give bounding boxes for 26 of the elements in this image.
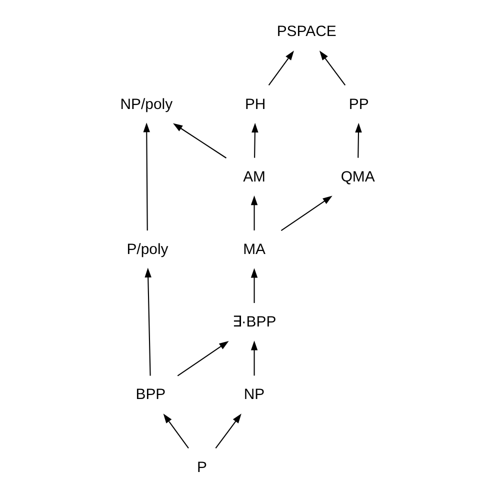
node-text: BPP xyxy=(136,386,166,404)
arrow xyxy=(143,122,150,231)
arrow xyxy=(215,414,242,449)
node-text: AM xyxy=(243,168,266,186)
arrow xyxy=(163,414,189,449)
arrow xyxy=(355,122,362,158)
arrow xyxy=(144,268,152,376)
node-text: PH xyxy=(244,96,266,113)
node-text: MA xyxy=(243,240,266,258)
node-text: P/poly xyxy=(126,240,168,258)
arrow xyxy=(250,268,258,304)
node-text: NP/poly xyxy=(120,96,173,113)
arrow xyxy=(268,50,294,86)
arrow xyxy=(250,195,258,230)
node-text: PSPACE xyxy=(276,23,336,40)
node-text: P xyxy=(196,458,207,476)
arrow xyxy=(280,196,332,232)
arrow xyxy=(172,123,227,158)
node-text: QMA xyxy=(340,168,375,186)
arrow xyxy=(319,50,346,86)
node-text: ∃·BPP xyxy=(232,314,276,331)
arrow xyxy=(252,122,258,158)
node-text: PP xyxy=(348,96,369,113)
arrow xyxy=(177,341,229,376)
node-text: NP xyxy=(244,386,265,404)
arrow xyxy=(250,340,258,376)
